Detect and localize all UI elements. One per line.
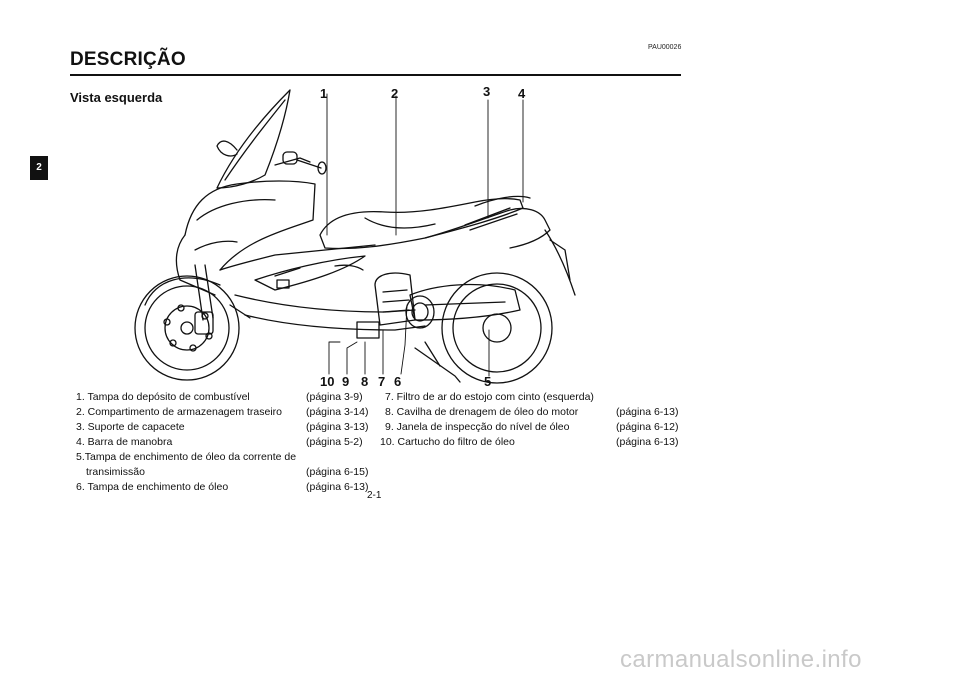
callout-1: 1 [320, 86, 328, 101]
legend-item-text: 4. Barra de manobra [76, 436, 173, 448]
legend-item-page: (página 6-12) [616, 421, 679, 433]
callout-6: 6 [394, 374, 402, 389]
legend-item: 8. Cavilha de drenagem de óleo do motor … [380, 405, 680, 420]
legend-item-page: (página 3-9) [306, 391, 363, 403]
callout-10: 10 [320, 374, 335, 389]
callout-4: 4 [518, 86, 526, 101]
legend-item: 4. Barra de manobra (página 5-2) [76, 435, 372, 450]
callout-9: 9 [342, 374, 350, 389]
legend-item: 5.Tampa de enchimento de óleo da corrent… [76, 450, 372, 465]
callout-3: 3 [483, 84, 491, 99]
legend-item: 7. Filtro de ar do estojo com cinto (esq… [380, 390, 680, 405]
legend-right: 7. Filtro de ar do estojo com cinto (esq… [380, 390, 680, 450]
legend-left: 1. Tampa do depósito de combustível (pág… [76, 390, 372, 495]
legend-item: transimissão (página 6-15) [76, 465, 372, 480]
legend-item-page: (página 6-13) [306, 481, 369, 493]
callout-5: 5 [484, 374, 492, 389]
legend-item: 9. Janela de inspecção do nível de óleo … [380, 420, 680, 435]
chapter-tab: 2 [30, 156, 48, 180]
legend-item-page: (página 3-14) [306, 406, 369, 418]
legend-item-page: (página 3-13) [306, 421, 369, 433]
legend-item: 6. Tampa de enchimento de óleo (página 6… [76, 480, 372, 495]
legend-item-page: (página 6-13) [616, 436, 679, 448]
scooter-illustration [134, 89, 576, 384]
title-rule [70, 74, 681, 76]
legend-item-text: 7. Filtro de ar do estojo com cinto (esq… [385, 391, 594, 403]
legend-item-text: transimissão [86, 466, 145, 478]
section-subtitle: Vista esquerda [70, 90, 163, 105]
callout-8: 8 [361, 374, 369, 389]
callout-2: 2 [391, 86, 399, 101]
legend-item-text: 6. Tampa de enchimento de óleo [76, 481, 229, 493]
legend-item: 1. Tampa do depósito de combustível (pág… [76, 390, 372, 405]
legend-item: 2. Compartimento de armazenagem traseiro… [76, 405, 372, 420]
watermark: carmanualsonline.info [620, 646, 862, 673]
legend-item-text: 8. Cavilha de drenagem de óleo do motor [385, 406, 579, 418]
legend-item-page: (página 5-2) [306, 436, 363, 448]
callout-7: 7 [378, 374, 386, 389]
legend-item-text: 9. Janela de inspecção do nível de óleo [385, 421, 570, 433]
legend-item-text: 10. Cartucho do filtro de óleo [380, 436, 515, 448]
document-code: PAU00026 [648, 44, 682, 51]
legend-item-text: 5.Tampa de enchimento de óleo da corrent… [76, 451, 297, 463]
legend-item-text: 2. Compartimento de armazenagem traseiro [76, 406, 283, 418]
legend-item-page: (página 6-15) [306, 466, 369, 478]
legend-item-text: 1. Tampa do depósito de combustível [76, 391, 250, 403]
page-title: DESCRIÇÃO [70, 49, 186, 70]
legend-item: 3. Suporte de capacete (página 3-13) [76, 420, 372, 435]
legend-item-text: 3. Suporte de capacete [76, 421, 185, 433]
legend-item: 10. Cartucho do filtro de óleo (página 6… [380, 435, 680, 450]
legend-item-page: (página 6-13) [616, 406, 679, 418]
page-number: 2-1 [367, 490, 382, 501]
